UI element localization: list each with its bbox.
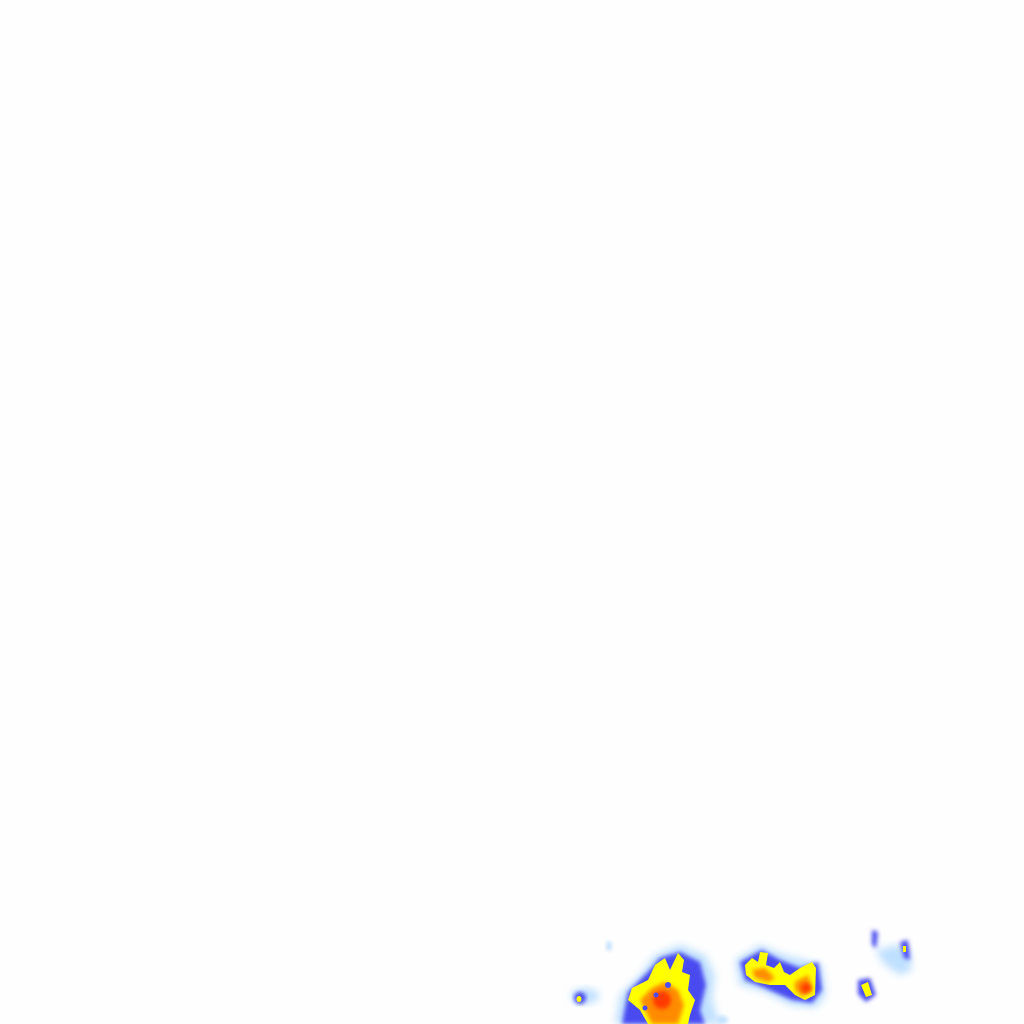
med-precip-region [653,992,659,998]
heavy-precip-region [861,982,872,997]
light-precip-region [606,941,612,951]
heavy-precip-region [903,946,906,952]
med-precip-region [665,982,671,988]
precip-cell-east [858,930,912,1002]
med-precip-region [872,930,910,960]
int-precip-region [752,968,813,997]
precip-cell-west [615,945,720,1024]
heavy-precip-region [576,996,582,1002]
precip-cell-small [571,941,728,1024]
light-precip-region [716,1016,728,1024]
ext-precip-region [801,983,811,993]
med-precip-region [642,1005,648,1011]
light-precip-region [875,935,912,975]
precip-cell-central [735,945,826,1008]
